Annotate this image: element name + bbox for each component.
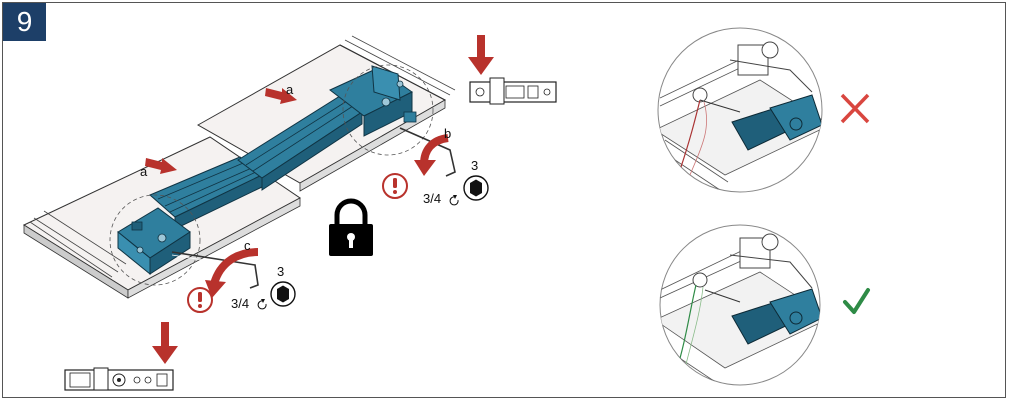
lower-hex-key (171, 251, 259, 289)
upper-hex-key (399, 127, 456, 177)
upper-door-assembly: a b 3 3/4 (196, 35, 557, 206)
bracket-detail-lower (64, 367, 174, 391)
warning-icon-upper (382, 173, 408, 199)
arrow-a-lower (145, 158, 177, 174)
upper-screw-turns: 3/4 (423, 191, 441, 206)
rotate-icon-lower (257, 299, 267, 310)
lower-screw-size: 3 (277, 264, 284, 279)
detail-correct-circle (659, 224, 821, 386)
panel-frame (2, 2, 1006, 398)
step-number: 9 (3, 3, 46, 41)
detail-wrong-circle (657, 27, 823, 193)
bracket-detail-upper (469, 77, 557, 105)
lower-door-assembly: a c 3 3/4 (22, 136, 301, 391)
label-b: b (444, 126, 451, 141)
arrow-b (414, 134, 449, 176)
warning-icon-lower (187, 287, 213, 313)
label-a-lower: a (140, 164, 148, 179)
check-icon (843, 288, 870, 314)
lower-screw-turns: 3/4 (231, 296, 249, 311)
cross-icon (840, 93, 870, 124)
lower-carriage (117, 207, 191, 276)
hex-bolt-icon-lower (270, 281, 296, 307)
hex-bolt-icon-upper (463, 175, 489, 201)
upper-carriage (329, 65, 417, 137)
upper-screw-size: 3 (471, 158, 478, 173)
arrow-a-upper (265, 88, 297, 104)
label-a-upper: a (286, 82, 294, 97)
rotate-icon-upper (449, 195, 459, 206)
lock-icon (329, 198, 373, 256)
down-arrow-lower (152, 322, 178, 364)
label-c: c (244, 238, 251, 253)
down-arrow-upper (468, 35, 494, 75)
